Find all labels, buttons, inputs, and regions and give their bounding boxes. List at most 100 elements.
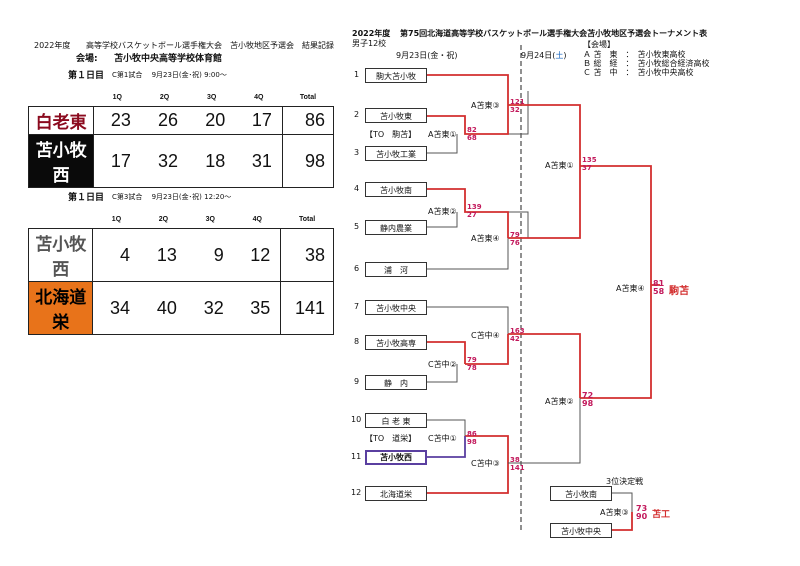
game-label: A苫東④	[616, 284, 645, 293]
q3-header: 3Q	[206, 93, 217, 101]
q1-header: 1Q	[112, 93, 122, 101]
score-cell: 12	[233, 228, 281, 282]
game-label: A苫東②	[545, 397, 574, 406]
game1-score-table: 1Q 2Q 3Q 4Q Total 白老東 23 26 20 17 86 苫小牧…	[27, 88, 335, 188]
table-row: 苫小牧西 4 13 9 12 38	[27, 228, 334, 282]
score-cell: 9	[186, 228, 234, 282]
total-cell: 141	[280, 281, 334, 335]
score-cell: 32	[140, 134, 189, 188]
score-cell: 23	[93, 106, 141, 135]
team-number: 1	[354, 70, 360, 79]
team-box-shiraoi-higashi: 白 老 東	[365, 413, 427, 428]
team-number: 7	[354, 302, 360, 311]
game1-info: C第1試合 9月23日(金･祝) 9:00～	[112, 71, 227, 79]
team-box-tomakomai-nishi: 苫小牧西	[365, 450, 427, 465]
total-header: Total	[299, 93, 317, 101]
game1-day-label: 第１日目	[68, 71, 105, 81]
loss-lines	[426, 91, 581, 436]
total-cell: 38	[280, 228, 334, 282]
score-cell: 17	[93, 134, 141, 188]
game-label: C苫中④	[471, 331, 500, 340]
game2-info: C第3試合 9月23日(金･祝) 12:20～	[112, 193, 232, 201]
score-cell: 35	[233, 281, 281, 335]
venue-name: 苫小牧中央高等学校体育館	[114, 54, 223, 64]
q4-header: 4Q	[252, 215, 262, 223]
team-box-komadai: 駒大苫小牧	[365, 68, 427, 83]
team-number: 6	[354, 264, 360, 273]
game-label: A苫東③	[471, 101, 500, 110]
bracket-subtitle: 男子12校	[352, 39, 387, 48]
team-number: 4	[354, 184, 360, 193]
team-box-tomakomai-kosen: 苫小牧高専	[365, 335, 427, 350]
q2-header: 2Q	[158, 215, 169, 223]
team-box-tomakomai-minami: 苫小牧南	[365, 182, 427, 197]
champion-label: 駒苫	[669, 286, 689, 297]
score-cell: 40	[139, 281, 187, 335]
team-box-tomakomai-chuo: 苫小牧中央	[365, 300, 427, 315]
team-number: 5	[354, 222, 360, 231]
game2-score-table: 1Q 2Q 3Q 4Q Total 苫小牧西 4 13 9 12 38 北海道栄…	[27, 210, 334, 335]
total-cell: 86	[281, 106, 335, 135]
game-label: A苫東②	[428, 207, 457, 216]
q1-header: 1Q	[111, 215, 122, 223]
team-number: 11	[351, 452, 362, 461]
to-note: 【TO 駒苫】	[365, 130, 417, 139]
team-box-urakawa: 浦 河	[365, 262, 427, 277]
table-row: 白老東 23 26 20 17 86	[27, 106, 335, 135]
score-cell: 26	[140, 106, 189, 135]
loss-line	[508, 398, 581, 464]
venue-list-item: Ｂ 総 経 ： 苫小牧総合経済高校	[583, 59, 710, 68]
team-box-tomakomai-kogyo: 苫小牧工業	[365, 146, 427, 161]
score-cell: 18	[188, 134, 236, 188]
game-label: C苫中③	[471, 459, 500, 468]
team-number: 10	[351, 415, 362, 424]
win-lines	[426, 74, 660, 531]
game-label: A苫東④	[471, 234, 500, 243]
score-cell: 20	[188, 106, 236, 135]
third-team-box: 苫小牧中央	[550, 523, 612, 538]
q2-header: 2Q	[159, 93, 170, 101]
team-number: 3	[354, 148, 360, 157]
game2-day-label: 第１日目	[68, 193, 105, 203]
team-name: 白老東	[27, 106, 95, 135]
team-box-shizunai-nogyo: 静内農業	[365, 220, 427, 235]
purple-line	[426, 436, 466, 458]
table-row: 苫小牧西 17 32 18 31 98	[27, 134, 335, 188]
third-loss-line	[608, 492, 633, 512]
score-cell: 13	[139, 228, 187, 282]
bracket-title: 第75回北海道高等学校バスケットボール選手権大会苫小牧地区予選会トーナメント表	[400, 29, 708, 38]
team-number: 8	[354, 337, 360, 346]
score-cell: 32	[186, 281, 234, 335]
bracket-title-year: 2022年度	[352, 29, 391, 38]
score-cell: 34	[92, 281, 140, 335]
game-label: A苫東①	[428, 130, 457, 139]
total-cell: 98	[281, 134, 335, 188]
third-winner-label: 苫工	[652, 510, 671, 520]
score-cell: 4	[92, 228, 140, 282]
game-label: A苫東③	[600, 508, 629, 517]
to-note: 【TO 道栄】	[365, 434, 417, 443]
table-row: 北海道栄 34 40 32 35 141	[27, 281, 334, 335]
team-name: 苫小牧西	[27, 134, 95, 188]
venue-list-item: Ａ 苫 東 ： 苫小牧東高校	[583, 50, 686, 59]
game-label: C苫中①	[428, 434, 457, 443]
q3-header: 3Q	[205, 215, 215, 223]
venue-label: 会場:	[76, 54, 98, 64]
total-header: Total	[299, 215, 316, 223]
game-label: C苫中②	[428, 360, 457, 369]
venue-list-item: Ｃ 苫 中 ： 苫小牧中央高校	[583, 68, 694, 77]
team-number: 9	[354, 377, 360, 386]
team-box-tomakomai-higashi: 苫小牧東	[365, 108, 427, 123]
team-number: 2	[354, 110, 360, 119]
